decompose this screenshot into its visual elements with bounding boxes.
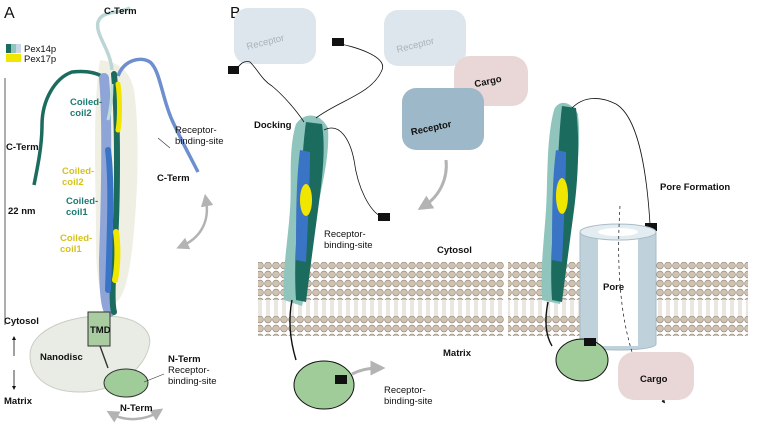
docking-label: Docking	[254, 120, 292, 131]
legend-pex17: Pex17p	[24, 54, 56, 65]
pore-formation-label: Pore Formation	[660, 182, 730, 193]
pore-top-opening	[598, 228, 638, 236]
legend-swatch-pex14-light	[11, 44, 16, 53]
pore-strand	[571, 98, 651, 225]
nanodisc-label: Nanodisc	[40, 352, 83, 363]
panel-a-label: A	[4, 5, 15, 22]
cytosol-label-a: Cytosol	[4, 316, 39, 327]
rbs-a-line1: Receptor-	[175, 125, 217, 136]
nterm-domain-b-right	[555, 338, 609, 382]
docking-arrow	[417, 159, 448, 210]
coiled-coil2-green-line2: coil2	[70, 108, 92, 119]
cterm-top-label: C-Term	[104, 6, 137, 17]
nterm-bottom-label: N-Term	[120, 403, 153, 414]
coiled-coil2-yellow-line1: Coiled-	[62, 166, 94, 177]
matrix-linker-left	[289, 299, 297, 361]
nterm-rbs-line1: Receptor-	[168, 365, 210, 376]
matrix-label-b: Matrix	[443, 348, 472, 359]
nterm-linker	[99, 345, 109, 369]
rbs-lower-line2: binding-site	[384, 396, 433, 407]
coiled-coil2-green-line1: Coiled-	[70, 97, 102, 108]
rbs-upper-line1: Receptor-	[324, 229, 366, 240]
matrix-linker-right	[545, 301, 553, 347]
legend-pex14: Pex14p	[24, 44, 56, 55]
cterm-strand-top	[95, 6, 131, 71]
matrix-label-a: Matrix	[4, 396, 33, 407]
docking-strand-1	[235, 61, 305, 123]
docking-strand-3	[323, 127, 381, 217]
docking-strand-2	[315, 43, 383, 119]
pex17-left	[300, 184, 312, 216]
pore-lumen	[598, 232, 638, 346]
legend-swatch-pex14-dark	[6, 44, 11, 53]
cterm-right-label: C-Term	[157, 173, 190, 184]
tmd-label: TMD	[90, 325, 111, 336]
rbs-tag-6	[584, 338, 596, 346]
nterm-rbs-line2: binding-site	[168, 376, 217, 387]
coiled-coil1-green-line1: Coiled-	[66, 196, 98, 207]
cterm-strand-right	[116, 57, 200, 173]
cytosol-label-b: Cytosol	[437, 245, 472, 256]
rotation-arrow-lower	[106, 408, 164, 423]
legend-swatch-pex17	[6, 54, 21, 62]
pore-label: Pore	[603, 282, 624, 293]
rotation-arrow-upper	[176, 193, 214, 250]
nterm-right-label: N-Term	[168, 354, 201, 365]
legend: Pex14p Pex17p	[6, 44, 56, 65]
coiled-coil1-green-line2: coil1	[66, 207, 88, 218]
pex17-helix-top	[115, 81, 122, 133]
helix-pale	[98, 73, 115, 317]
coiled-coil2-yellow-line2: coil2	[62, 177, 84, 188]
nterm-domain-b-left	[293, 360, 355, 410]
cterm-left-label: C-Term	[6, 142, 39, 153]
scale-label: 22 nm	[8, 206, 35, 217]
rbs-tag-5	[645, 223, 657, 231]
panel-b-label: B	[230, 5, 241, 22]
cargo-bottom	[618, 352, 694, 400]
pex17-helix-bottom	[112, 229, 121, 283]
cargo-bottom-label: Cargo	[640, 374, 668, 385]
rbs-lower-line1: Receptor-	[384, 385, 426, 396]
tmd-box	[87, 311, 111, 347]
rbs-tag-1	[228, 66, 239, 74]
coiled-coil1-yellow-line2: coil1	[60, 244, 82, 255]
legend-swatch-pex14-pale	[16, 44, 21, 53]
rbs-pointer-a	[157, 137, 171, 149]
nterm-pointer	[143, 373, 165, 383]
nterm-domain-a	[103, 368, 149, 398]
cterm-strand-left	[32, 69, 110, 186]
helix-light	[106, 83, 114, 121]
matrix-arrow-b	[351, 360, 386, 376]
rbs-tag-4	[335, 375, 347, 384]
rbs-a-line2: binding-site	[175, 136, 224, 147]
helix-blue	[105, 147, 114, 293]
receptor-main	[402, 88, 484, 150]
rbs-tag-3	[378, 213, 390, 221]
coiled-coil1-yellow-line1: Coiled-	[60, 233, 92, 244]
receptor-faded-2	[384, 10, 466, 66]
rbs-upper-line2: binding-site	[324, 240, 373, 251]
receptor-faded-1	[234, 8, 316, 64]
rbs-tag-2	[332, 38, 344, 46]
pex17-right	[556, 178, 568, 214]
